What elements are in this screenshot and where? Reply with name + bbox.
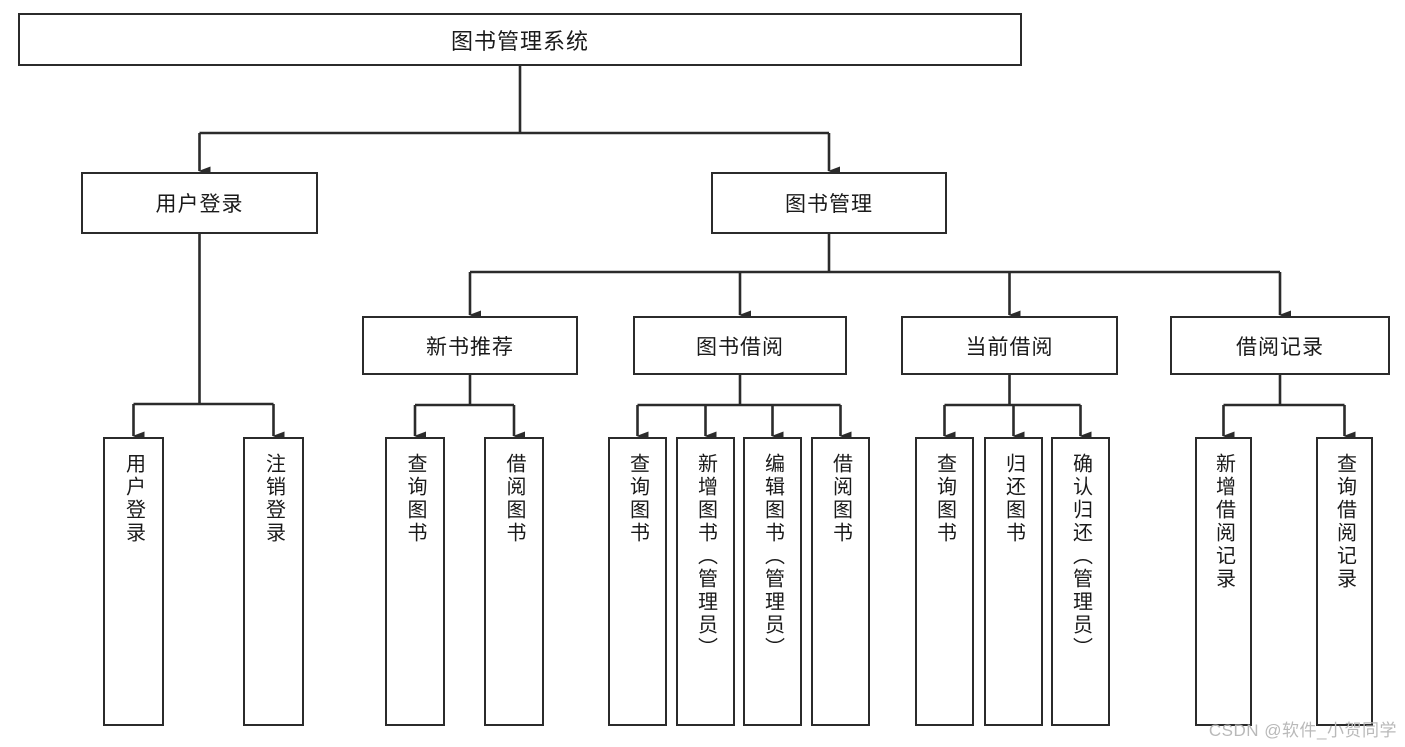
node-leaf-query-record[interactable]: 查询借阅记录 <box>1316 437 1373 726</box>
node-leaf-add-record[interactable]: 新增借阅记录 <box>1195 437 1252 726</box>
node-label: 查询图书 <box>933 453 956 545</box>
node-label: 查询借阅记录 <box>1333 453 1356 591</box>
csdn-watermark: CSDN @软件_小贺同学 <box>1208 721 1397 740</box>
node-label: 图书管理系统 <box>450 28 589 54</box>
node-label: 借阅记录 <box>1236 335 1324 359</box>
node-label: 编辑图书（管理员） <box>761 453 784 660</box>
node-label: 新增图书（管理员） <box>694 453 717 660</box>
node-current-borrow[interactable]: 当前借阅 <box>901 316 1118 375</box>
node-leaf-borrow-book-1[interactable]: 借阅图书 <box>484 437 544 726</box>
node-leaf-borrow-book-2[interactable]: 借阅图书 <box>811 437 870 726</box>
node-label: 查询图书 <box>626 453 649 545</box>
node-new-book-rec[interactable]: 新书推荐 <box>362 316 578 375</box>
node-leaf-logout[interactable]: 注销登录 <box>243 437 304 726</box>
node-label: 新书推荐 <box>426 335 514 359</box>
node-label: 注销登录 <box>262 453 285 545</box>
node-label: 用户登录 <box>122 453 145 545</box>
node-label: 查询图书 <box>404 453 426 545</box>
node-label: 新增借阅记录 <box>1212 453 1235 591</box>
node-leaf-return-book[interactable]: 归还图书 <box>984 437 1043 726</box>
node-label: 图书管理 <box>785 193 873 216</box>
edge-group <box>132 66 1356 441</box>
node-label: 用户登录 <box>155 193 244 216</box>
node-leaf-user-login[interactable]: 用户登录 <box>103 437 164 726</box>
node-label: 借阅图书 <box>829 453 852 545</box>
node-leaf-query-book-1[interactable]: 查询图书 <box>385 437 445 726</box>
node-leaf-query-book-2[interactable]: 查询图书 <box>608 437 667 726</box>
node-label: 当前借阅 <box>965 335 1054 359</box>
node-user-login[interactable]: 用户登录 <box>81 172 318 234</box>
node-borrow-record[interactable]: 借阅记录 <box>1170 316 1390 375</box>
node-leaf-add-book[interactable]: 新增图书（管理员） <box>676 437 735 726</box>
node-label: 归还图书 <box>1002 453 1025 545</box>
node-leaf-query-book-3[interactable]: 查询图书 <box>915 437 974 726</box>
node-label: 图书借阅 <box>696 335 784 359</box>
node-leaf-edit-book[interactable]: 编辑图书（管理员） <box>743 437 802 726</box>
node-root[interactable]: 图书管理系统 <box>18 13 1022 66</box>
node-book-borrow[interactable]: 图书借阅 <box>633 316 847 375</box>
node-label: 借阅图书 <box>503 453 525 545</box>
node-book-manage[interactable]: 图书管理 <box>711 172 947 234</box>
node-leaf-confirm-return[interactable]: 确认归还（管理员） <box>1051 437 1110 726</box>
node-label: 确认归还（管理员） <box>1069 453 1092 660</box>
